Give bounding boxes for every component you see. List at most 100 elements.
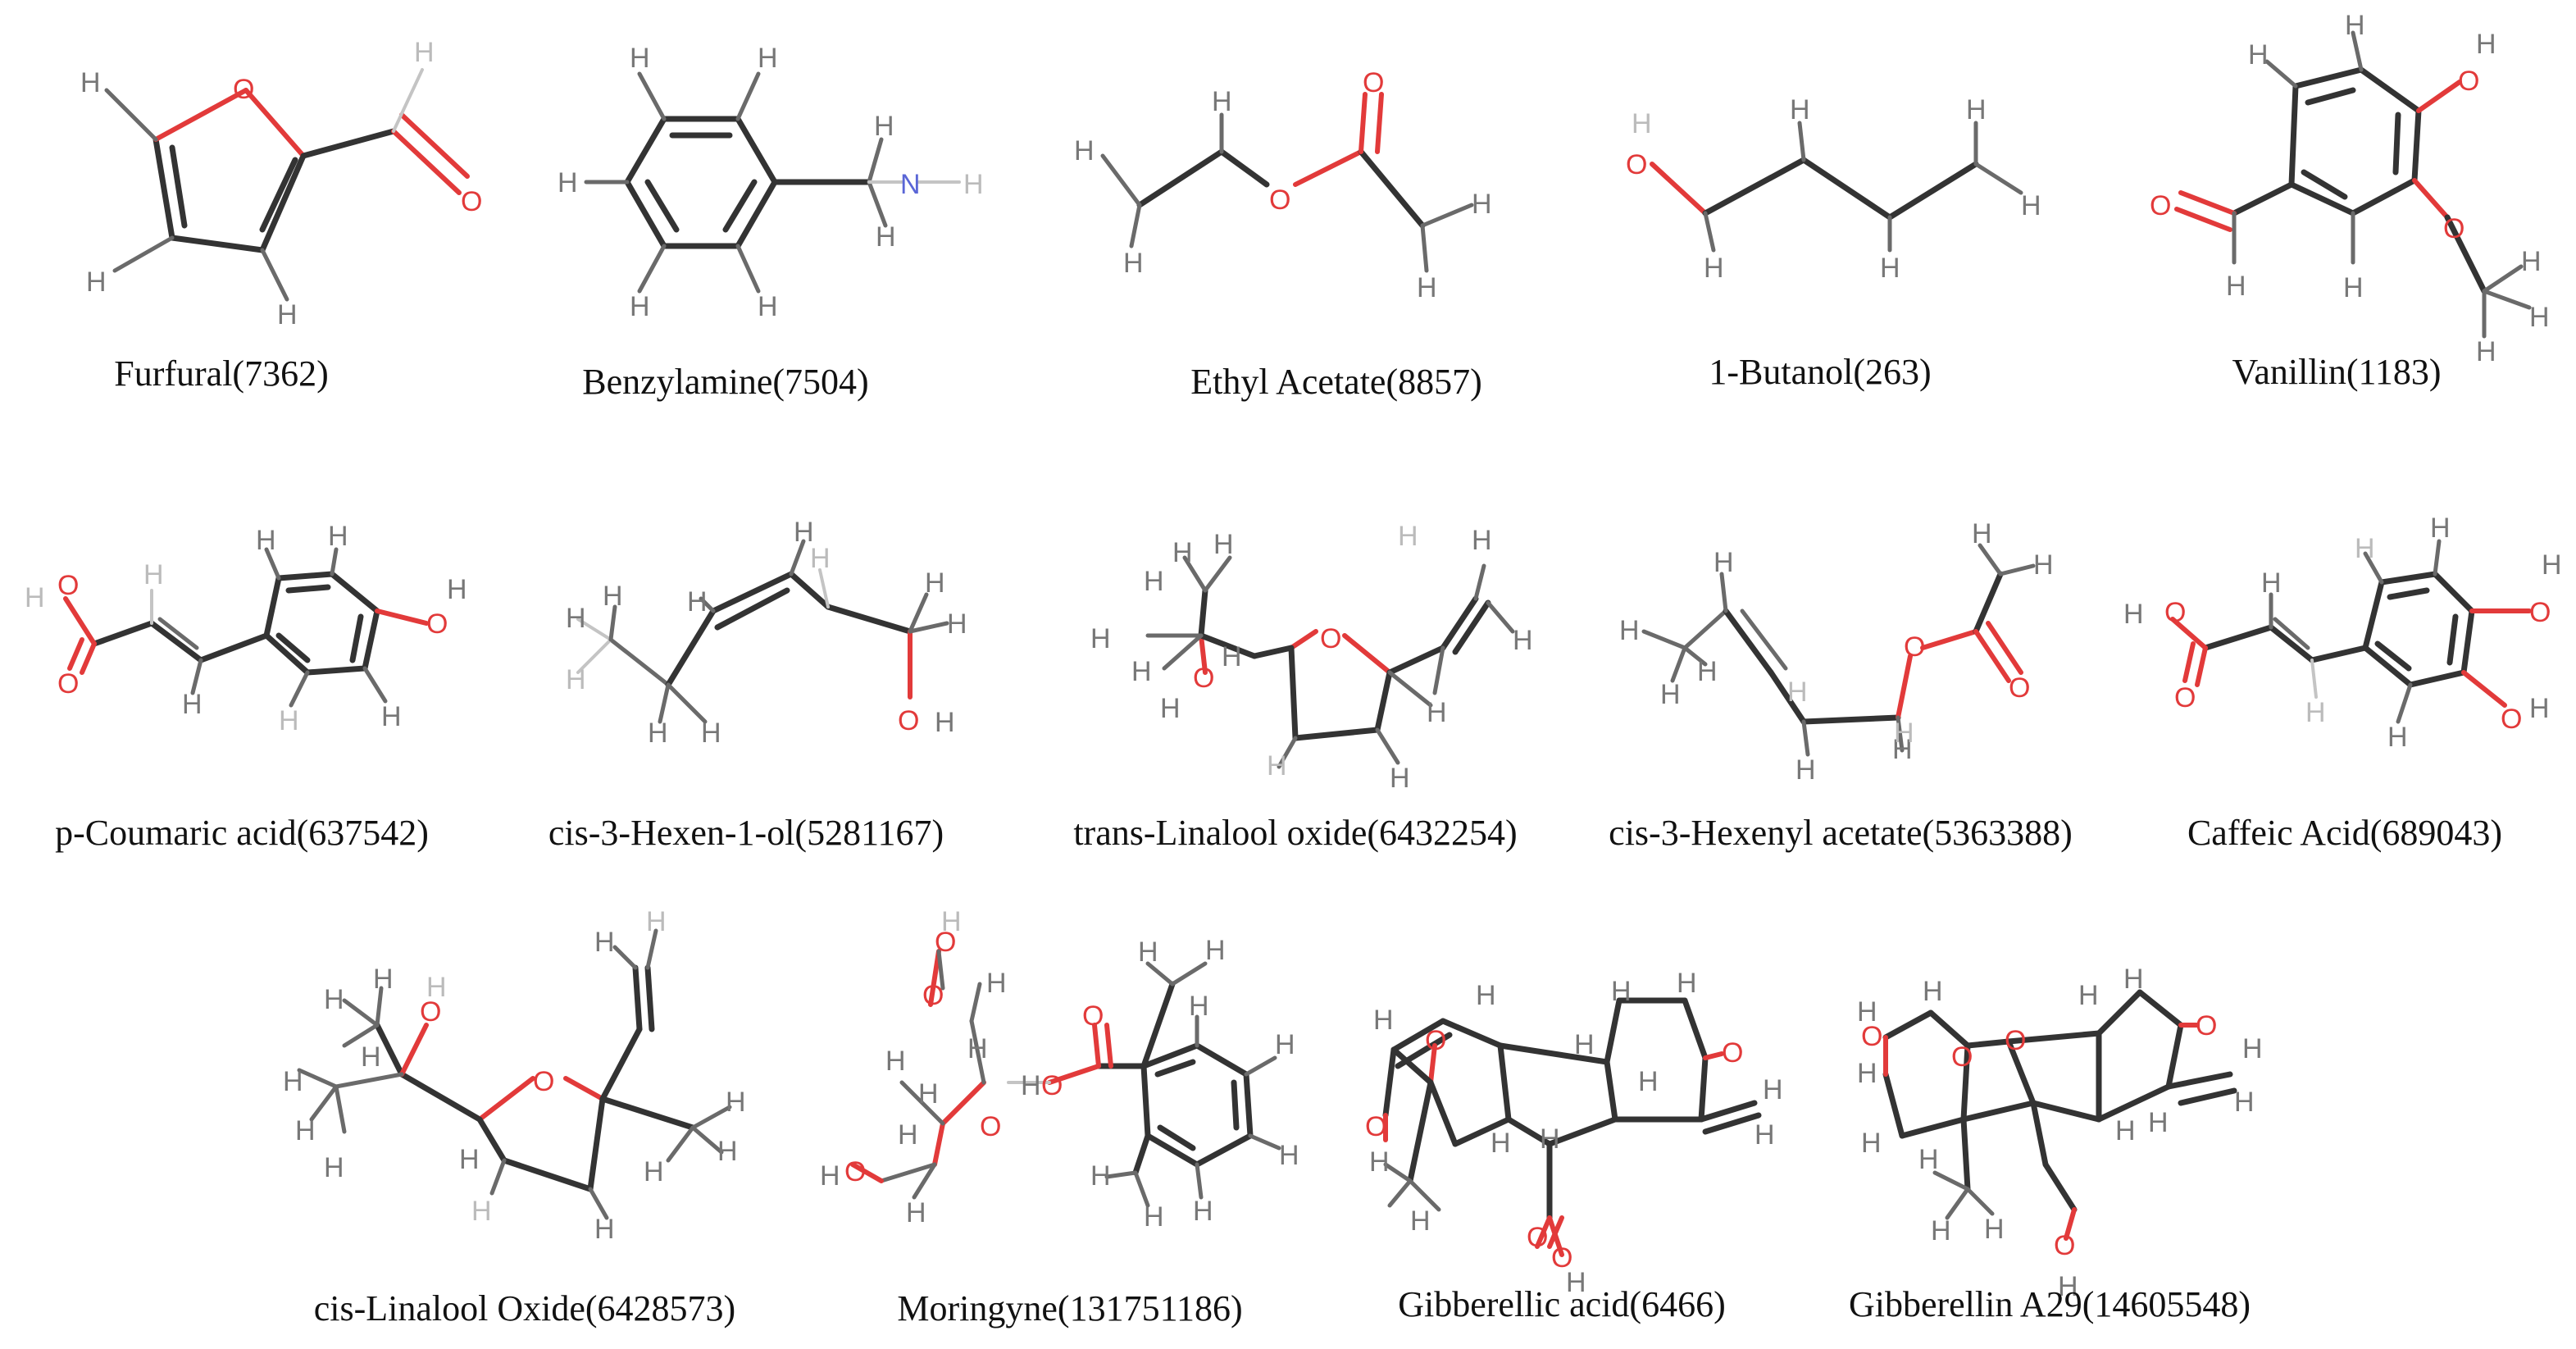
atom-hydrogen: H [80, 67, 101, 98]
atom-hydrogen: H [2058, 1271, 2078, 1302]
atom-hydrogen: H [1972, 518, 1992, 549]
molecule-label: Ethyl Acetate(8857) [1190, 362, 1482, 402]
atom-hydrogen: H [2521, 246, 2542, 277]
atom-hydrogen: H [1123, 248, 1144, 279]
atom-hydrogen: H [2021, 190, 2041, 221]
atom-hydrogen: H [963, 169, 984, 200]
atom-oxygen: O [1363, 67, 1384, 98]
atom-hydrogen: H [1131, 656, 1152, 687]
atom-hydrogen: H [1193, 1196, 1213, 1227]
atom-nitrogen: N [900, 169, 921, 200]
molecule-gibberellic: O O O O O H H H H H H H H H H H H H Gibb… [1365, 968, 1783, 1324]
atom-oxygen: O [233, 74, 254, 105]
atom-hydrogen: H [630, 43, 650, 74]
atom-hydrogen: H [947, 608, 967, 640]
atom-hydrogen: H [324, 1152, 344, 1183]
atom-oxygen: O [2196, 1010, 2217, 1041]
atom-hydrogen: H [86, 267, 107, 298]
molecule-furfural: O O H H H H Furfural(7362) [80, 37, 482, 394]
atom-hydrogen: H [2542, 549, 2562, 581]
atom-hydrogen: H [1427, 697, 1447, 728]
molecule-label: Moringyne(131751186) [897, 1288, 1242, 1328]
atom-hydrogen: H [566, 603, 586, 634]
molecule-benzylamine: N H H H H H H H H Benzylamine(7504) [558, 43, 984, 402]
atom-hydrogen: H [1790, 94, 1810, 125]
molecule-label: cis-3-Hexen-1-ol(5281167) [548, 813, 944, 853]
atom-hydrogen: H [566, 664, 586, 695]
atom-hydrogen: H [25, 582, 45, 613]
atom-hydrogen: H [143, 559, 164, 590]
molecule-hexenyl-acetate: O O H H H H H H H H H H cis-3-Hexenyl ac… [1609, 518, 2073, 853]
molecule-label: Gibberellic acid(6466) [1398, 1284, 1726, 1324]
atom-hydrogen: H [874, 111, 894, 142]
atom-hydrogen: H [2248, 39, 2269, 71]
atom-hydrogen: H [2529, 302, 2550, 333]
atom-hydrogen: H [1880, 253, 1900, 284]
atom-hydrogen: H [1144, 1201, 1164, 1233]
atom-hydrogen: H [906, 1197, 926, 1228]
molecule-p-coumaric: O O O H H H H H H H H p-Coumaric acid(63… [25, 521, 467, 853]
atom-hydrogen: H [810, 543, 831, 574]
atom-hydrogen: H [558, 167, 578, 198]
atom-hydrogen: H [1160, 693, 1181, 724]
molecule-label: Vanillin(1183) [2232, 352, 2442, 392]
atom-hydrogen: H [2123, 964, 2144, 995]
atom-hydrogen: H [1787, 677, 1808, 708]
atom-hydrogen: H [918, 1078, 939, 1110]
atom-hydrogen: H [1373, 1005, 1394, 1036]
atom-hydrogen: H [1213, 529, 1234, 560]
atom-hydrogen: H [1660, 679, 1681, 710]
molecule-ethyl-acetate: O O H H H H H Ethyl Acetate(8857) [1074, 67, 1492, 402]
atom-hydrogen: H [1566, 1267, 1586, 1298]
atom-hydrogen: H [1857, 996, 1877, 1028]
molecule-label: cis-Linalool Oxide(6428573) [314, 1288, 735, 1328]
atom-hydrogen: H [967, 1033, 988, 1064]
atom-hydrogen: H [1632, 108, 1652, 139]
atom-oxygen: O [1082, 1000, 1104, 1032]
atom-hydrogen: H [1857, 1058, 1877, 1089]
atom-hydrogen: H [447, 574, 467, 605]
atom-oxygen: O [426, 608, 448, 640]
atom-hydrogen: H [1491, 1128, 1511, 1159]
atom-oxygen: O [2054, 1230, 2075, 1261]
atom-hydrogen: H [324, 984, 344, 1015]
atom-hydrogen: H [876, 221, 896, 253]
atom-hydrogen: H [1172, 537, 1193, 568]
atom-hydrogen: H [1279, 1140, 1299, 1171]
molecule-label: Benzylamine(7504) [582, 362, 868, 402]
atom-hydrogen: H [2115, 1115, 2136, 1146]
atom-oxygen: O [1193, 663, 1214, 694]
atom-oxygen: O [1626, 149, 1647, 180]
atom-hydrogen: H [925, 567, 945, 599]
atom-oxygen: O [1722, 1037, 1743, 1069]
atom-hydrogen: H [1090, 623, 1111, 654]
atom-hydrogen: H [373, 964, 394, 995]
atom-oxygen: O [2458, 66, 2479, 97]
atom-hydrogen: H [328, 521, 348, 552]
atom-hydrogen: H [426, 972, 447, 1003]
atom-hydrogen: H [794, 517, 814, 548]
atom-hydrogen: H [701, 718, 721, 749]
atom-hydrogen: H [1472, 189, 1492, 220]
atom-oxygen: O [57, 570, 79, 601]
atom-hydrogen: H [1189, 991, 1209, 1022]
molecule-vanillin: O O O H H H H H H H H Vanillin(1183) [2150, 10, 2550, 392]
atom-oxygen: O [2005, 1025, 2026, 1056]
atom-hydrogen: H [1267, 750, 1287, 782]
atom-hydrogen: H [594, 927, 615, 958]
atom-hydrogen: H [898, 1119, 918, 1151]
atom-hydrogen: H [820, 1160, 840, 1192]
atom-oxygen: O [2501, 704, 2522, 735]
atom-hydrogen: H [1074, 135, 1095, 166]
atom-hydrogen: H [1795, 754, 1816, 786]
atom-hydrogen: H [381, 701, 402, 732]
atom-hydrogen: H [2476, 29, 2496, 60]
molecule-label: p-Coumaric acid(637542) [55, 813, 429, 853]
atom-hydrogen: H [295, 1115, 316, 1146]
atom-hydrogen: H [1205, 935, 1226, 966]
atom-hydrogen: H [1390, 763, 1410, 794]
atom-hydrogen: H [941, 906, 962, 937]
atom-hydrogen: H [2148, 1107, 2169, 1138]
atom-hydrogen: H [2476, 336, 2496, 367]
